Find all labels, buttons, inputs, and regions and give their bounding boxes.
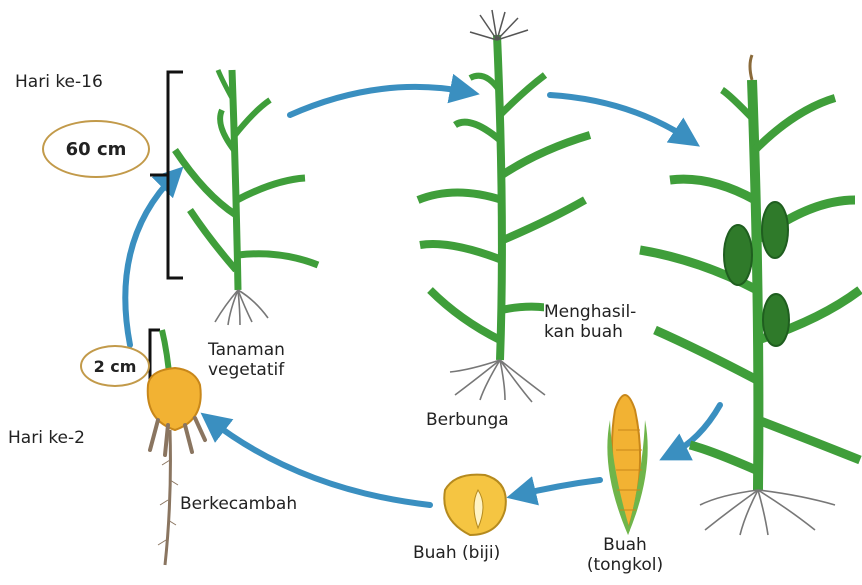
cob-label: Buah (tongkol) [570,535,680,576]
corn-cob [607,395,647,535]
sprouting-seed [148,330,205,565]
arrow-flowering-to-fruiting [550,95,690,140]
arrow-cob-to-seed [518,480,600,495]
height-2cm-oval: 2 cm [80,345,150,387]
arrow-vegetative-to-flowering [290,87,468,115]
height-bracket-60cm [150,72,183,278]
height-2cm-label: 2 cm [94,357,137,376]
day16-label: Hari ke-16 [15,72,103,92]
vegetative-label: Tanaman vegetatif [208,340,285,381]
flowering-label: Berbunga [426,410,509,430]
fruiting-label: Menghasil- kan buah [544,302,636,343]
arrow-seed-to-sprout [210,420,430,505]
germination-label: Berkecambah [180,494,297,514]
height-60cm-oval: 60 cm [42,120,150,178]
flowering-plant [418,10,590,402]
day2-label: Hari ke-2 [8,428,85,448]
seed-label: Buah (biji) [413,543,500,563]
vegetative-plant [175,70,318,325]
height-60cm-label: 60 cm [66,139,127,160]
corn-seed [444,475,506,535]
